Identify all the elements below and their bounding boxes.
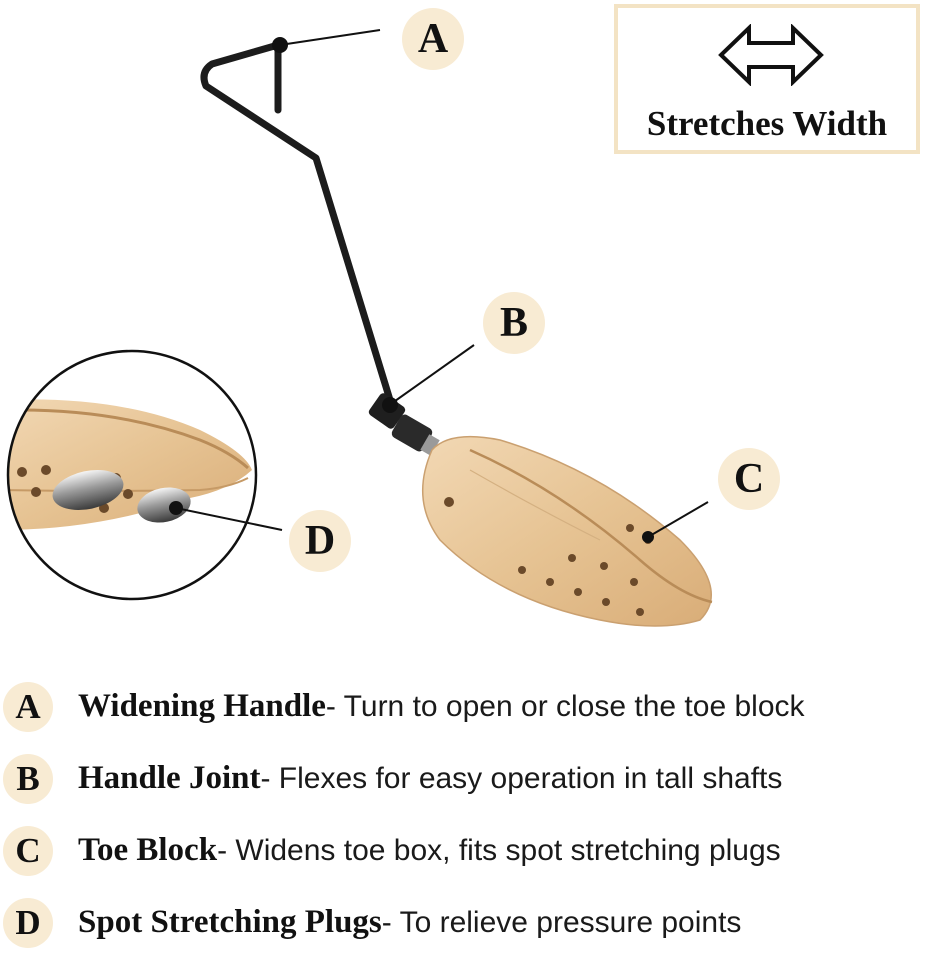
leader-c (647, 501, 709, 538)
stretches-width-box: Stretches Width (614, 4, 920, 154)
legend-item-b: B Handle Joint- Flexes for easy operatio… (0, 744, 926, 814)
legend-text-a: Widening Handle- Turn to open or close t… (78, 688, 805, 725)
widening-handle (200, 41, 394, 404)
legend-desc-a: - Turn to open or close the toe block (325, 690, 805, 723)
legend-item-c: C Toe Block- Widens toe box, fits spot s… (0, 816, 926, 886)
legend-text-c: Toe Block- Widens toe box, fits spot str… (78, 832, 781, 869)
callout-letter-a: A (417, 16, 449, 62)
stretches-width-label: Stretches Width (646, 104, 888, 143)
legend-text-b: Handle Joint- Flexes for easy operation … (78, 760, 782, 797)
legend-desc-b: - Flexes for easy operation in tall shaf… (260, 762, 783, 795)
legend-letter-d: D (15, 903, 41, 942)
callout-badge-b: B (483, 292, 545, 354)
shoe-stretcher-illustration (6, 29, 713, 627)
legend-title-b: Handle Joint (78, 760, 261, 796)
callout-badge-c: C (718, 448, 780, 510)
double-arrow-icon (718, 24, 824, 86)
legend-item-a: A Widening Handle- Turn to open or close… (0, 672, 926, 742)
leader-dots (169, 37, 654, 543)
legend-desc-c: - Widens toe box, fits spot stretching p… (217, 834, 781, 867)
handle-joint (368, 393, 440, 456)
legend-title-d: Spot Stretching Plugs (78, 904, 382, 940)
legend-badge-d: D (3, 898, 53, 948)
callout-letter-c: C (733, 456, 765, 502)
leader-a (279, 29, 381, 46)
legend-title-c: Toe Block (78, 832, 218, 868)
legend-letter-a: A (15, 687, 41, 726)
legend-badge-b: B (3, 754, 53, 804)
legend-title-a: Widening Handle (78, 688, 326, 724)
legend-badge-a: A (3, 682, 53, 732)
callout-letter-d: D (304, 518, 336, 564)
leader-b (387, 344, 475, 407)
legend-badge-c: C (3, 826, 53, 876)
legend-letter-c: C (15, 831, 41, 870)
leader-d (175, 507, 283, 531)
legend-letter-b: B (16, 759, 40, 798)
callout-badge-a: A (402, 8, 464, 70)
toe-block (421, 435, 713, 627)
legend-desc-d: - To relieve pressure points (381, 906, 742, 939)
callout-letter-b: B (499, 300, 528, 346)
callout-leaders (175, 29, 709, 538)
callout-badge-d: D (289, 510, 351, 572)
legend-text-d: Spot Stretching Plugs- To relieve pressu… (78, 904, 741, 941)
legend-item-d: D Spot Stretching Plugs- To relieve pres… (0, 888, 926, 958)
plugs-inset (6, 349, 258, 601)
